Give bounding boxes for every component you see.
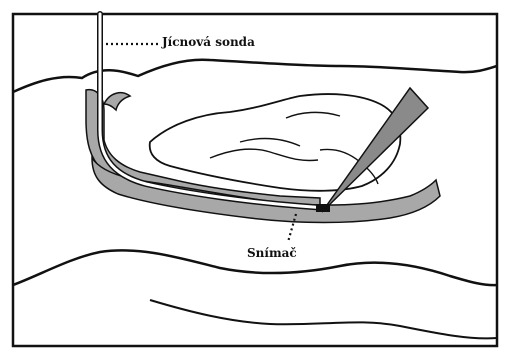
nasopharynx-tissue — [104, 93, 130, 110]
lower-body-contour-2 — [150, 300, 497, 338]
heart-outline — [150, 94, 401, 191]
transducer-tip — [316, 204, 330, 212]
sensor-label: Snímač — [247, 246, 297, 260]
upper-body-contour — [13, 60, 497, 92]
probe-label: Jícnová sonda — [162, 35, 255, 49]
